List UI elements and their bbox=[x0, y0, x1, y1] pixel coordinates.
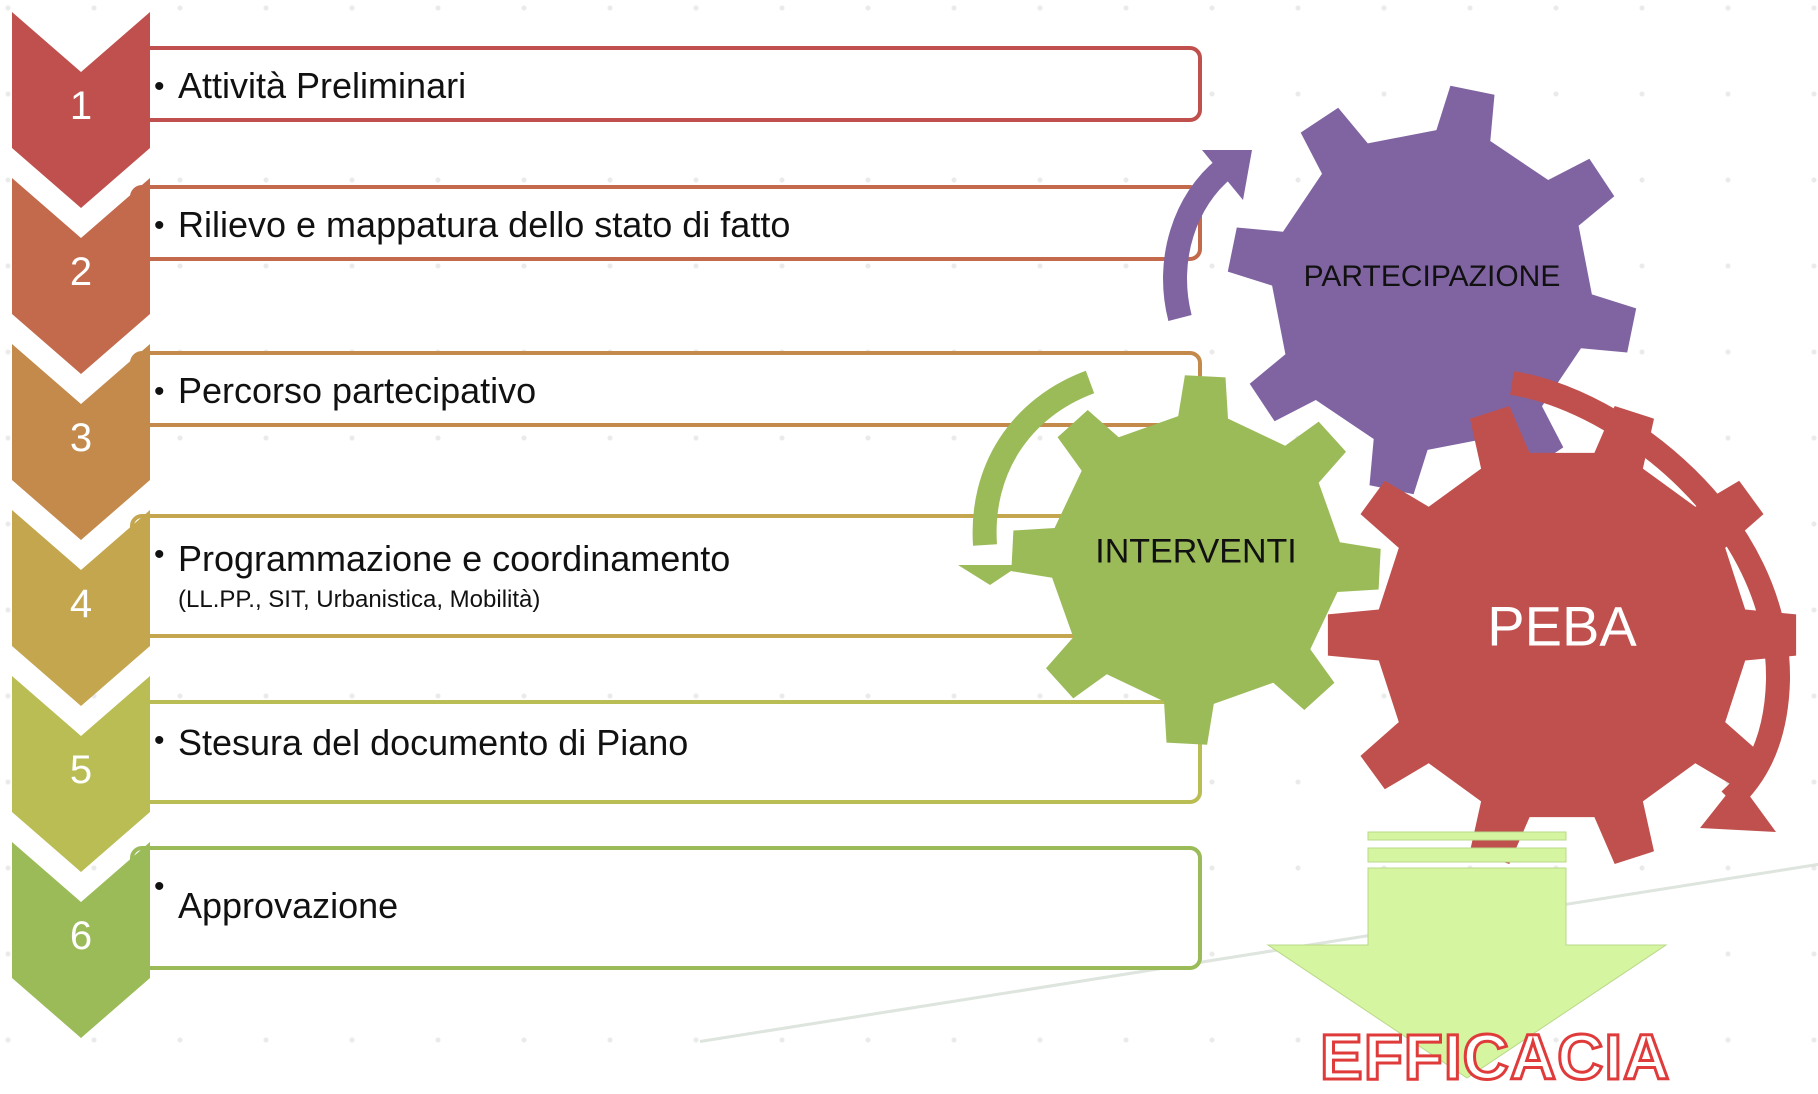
step-label-6: Approvazione bbox=[178, 885, 399, 926]
chevron-step-1 bbox=[12, 12, 150, 208]
step-box-5: • Stesura del documento di Piano bbox=[130, 700, 1202, 804]
gear-label-peba: PEBA bbox=[1487, 594, 1637, 658]
step-label-1: Attività Preliminari bbox=[178, 65, 467, 106]
arrow-peba-head bbox=[1700, 780, 1776, 832]
chevron-shape-5 bbox=[12, 676, 150, 872]
arrow-partecipazione bbox=[1163, 158, 1233, 321]
step-label-2: Rilievo e mappatura dello stato di fatto bbox=[178, 204, 791, 245]
step-box-6: • Approvazione bbox=[130, 846, 1202, 970]
chevron-step-3 bbox=[12, 344, 150, 540]
step-number-5: 5 bbox=[69, 748, 93, 792]
step-label-3: Percorso partecipativo bbox=[178, 370, 537, 411]
step-number-4: 4 bbox=[69, 582, 93, 626]
gear-peba bbox=[1327, 406, 1797, 864]
step-number-6: 6 bbox=[69, 914, 93, 958]
step-number-2: 2 bbox=[69, 250, 93, 294]
chevron-shape-1 bbox=[12, 12, 150, 208]
bullet-icon: • bbox=[154, 375, 165, 408]
efficacia-arrow bbox=[1266, 867, 1668, 1079]
chevron-shape-6 bbox=[12, 842, 150, 1038]
chevron-shape-4 bbox=[12, 510, 150, 706]
chevron-step-2 bbox=[12, 178, 150, 374]
bullet-icon: • bbox=[154, 538, 165, 571]
efficacia-arrow-bar-1 bbox=[1367, 831, 1567, 841]
bullet-icon: • bbox=[154, 70, 165, 103]
gear-label-interventi: INTERVENTI bbox=[1095, 532, 1297, 571]
chevron-step-5 bbox=[12, 676, 150, 872]
arrow-partecipazione-head bbox=[1202, 150, 1252, 200]
bullet-icon: • bbox=[154, 724, 165, 757]
chevron-step-4 bbox=[12, 510, 150, 706]
step-label-5: Stesura del documento di Piano bbox=[178, 722, 689, 763]
step-box-1: • Attività Preliminari bbox=[130, 46, 1202, 122]
outcome-label: EFFICACIA bbox=[1319, 1020, 1671, 1094]
bullet-icon: • bbox=[154, 870, 165, 903]
gear-label-partecipazione: PARTECIPAZIONE bbox=[1303, 260, 1561, 293]
arrow-interventi-head bbox=[958, 565, 1020, 585]
chevron-step-6 bbox=[12, 842, 150, 1038]
step-number-1: 1 bbox=[69, 84, 93, 128]
chevron-shape-3 bbox=[12, 344, 150, 540]
chevron-shape-2 bbox=[12, 178, 150, 374]
step-number-3: 3 bbox=[69, 416, 93, 460]
gear-interventi bbox=[1011, 375, 1381, 745]
step-sublabel-4: (LL.PP., SIT, Urbanistica, Mobilità) bbox=[178, 586, 541, 613]
bullet-icon: • bbox=[154, 209, 165, 242]
efficacia-arrow-bar-2 bbox=[1367, 847, 1567, 863]
arrow-interventi bbox=[972, 370, 1095, 546]
step-box-2: • Rilievo e mappatura dello stato di fat… bbox=[130, 185, 1202, 261]
step-label-4: Programmazione e coordinamento bbox=[178, 538, 731, 579]
arrow-peba bbox=[1510, 371, 1791, 809]
